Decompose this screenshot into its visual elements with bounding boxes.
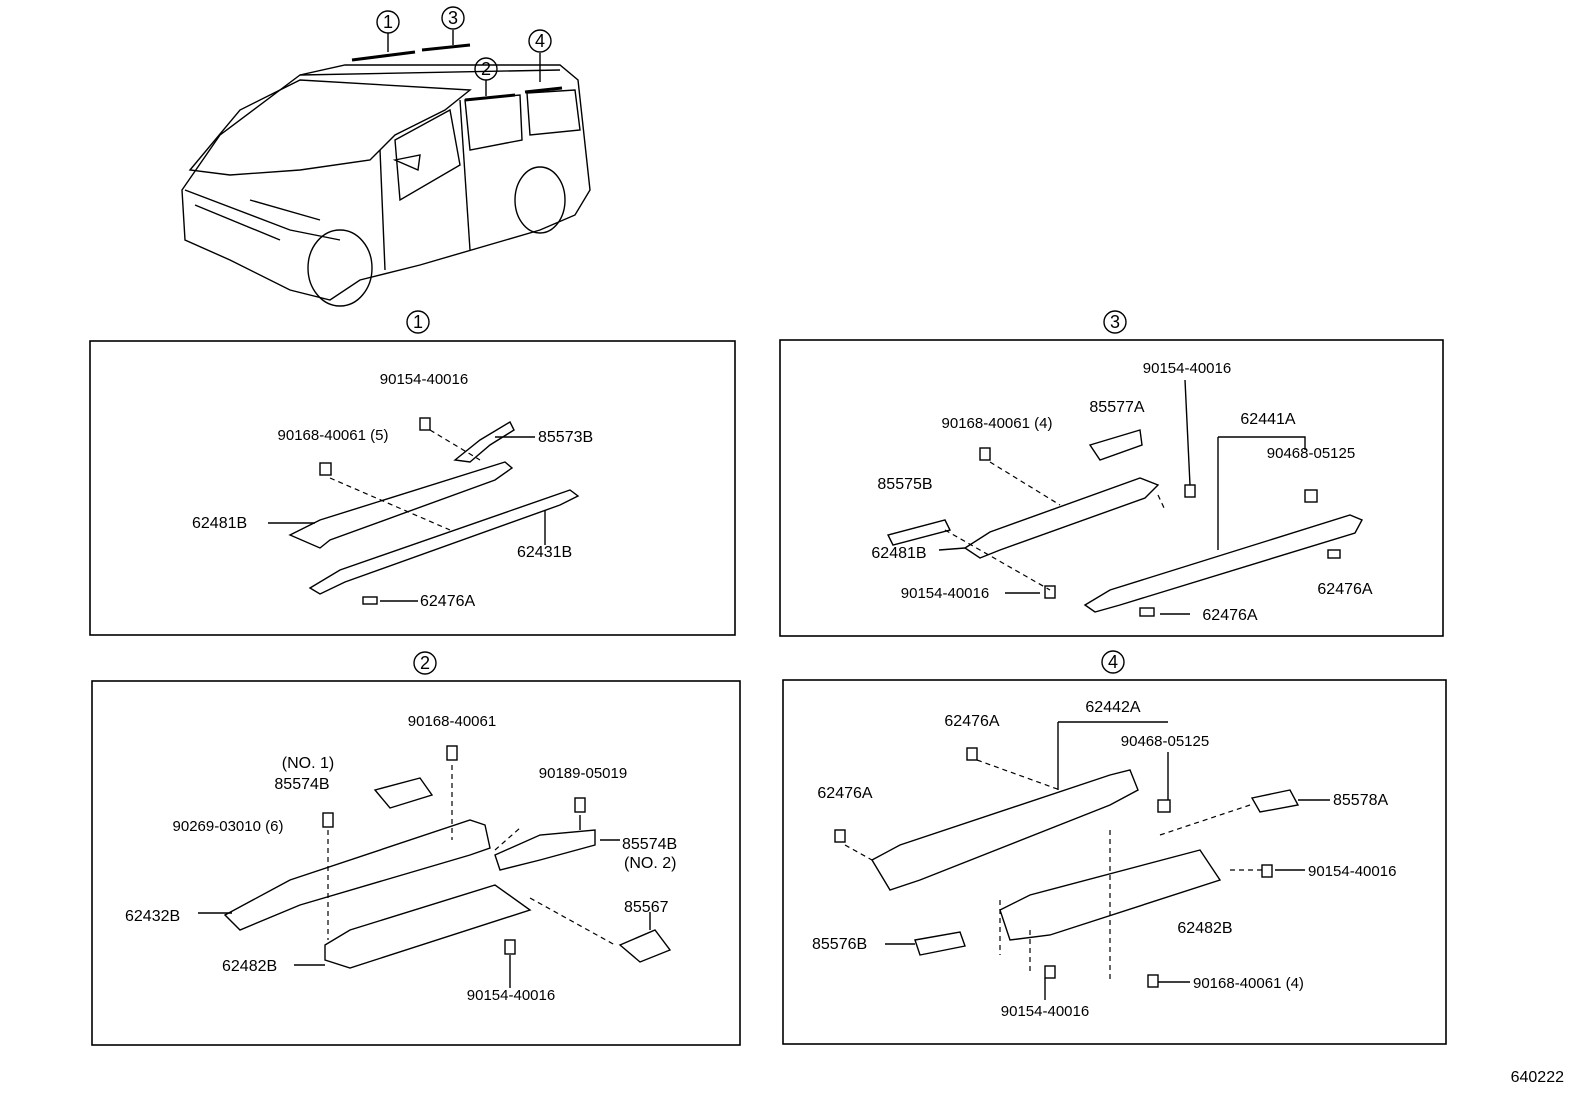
label-90269-03010: 90269-03010 (6) bbox=[173, 818, 284, 835]
label-85576B: 85576B bbox=[812, 936, 867, 953]
bracket-85576B bbox=[914, 931, 966, 956]
panel-4: 4 62442A 62476A 90468-05125 62476A 85578… bbox=[782, 650, 1447, 1045]
label-85577A: 85577A bbox=[1089, 399, 1144, 416]
label-62482B: 62482B bbox=[222, 958, 277, 975]
label-62476A-bottom: 62476A bbox=[1202, 607, 1257, 624]
rail-62441A bbox=[1083, 514, 1363, 613]
label-90154-40016-bottom: 90154-40016 bbox=[1001, 1003, 1089, 1020]
label-no1: (NO. 1) bbox=[282, 755, 334, 772]
callout-1: 1 bbox=[383, 12, 393, 32]
panel-3-frame bbox=[779, 339, 1444, 637]
clip-90168 bbox=[319, 462, 332, 476]
bracket-85574B-no1 bbox=[373, 777, 434, 809]
panel-2-frame bbox=[91, 680, 741, 1046]
label-62476A-right: 62476A bbox=[1317, 581, 1372, 598]
label-62476A-left: 62476A bbox=[817, 785, 872, 802]
label-62432B: 62432B bbox=[125, 908, 180, 925]
label-90154-40016-bottom: 90154-40016 bbox=[901, 585, 989, 602]
label-62442A: 62442A bbox=[1085, 699, 1140, 716]
label-62482B-p4: 62482B bbox=[1177, 920, 1232, 937]
rail-62442A bbox=[871, 769, 1139, 891]
bracket-85577A bbox=[1088, 429, 1143, 461]
label-90154-40016: 90154-40016 bbox=[380, 371, 468, 388]
label-62441A: 62441A bbox=[1240, 411, 1295, 428]
label-85575B: 85575B bbox=[877, 476, 932, 493]
callout-2: 2 bbox=[481, 59, 491, 79]
rail-62481B bbox=[288, 461, 514, 549]
rail-62431B bbox=[308, 489, 580, 595]
label-85574B-no2: 85574B bbox=[622, 836, 677, 853]
bracket-85575B bbox=[886, 519, 952, 546]
callout-2-circle bbox=[474, 57, 498, 81]
label-85574B-no1: 85574B bbox=[274, 776, 329, 793]
label-90154-40016: 90154-40016 bbox=[467, 987, 555, 1004]
callout-4: 4 bbox=[535, 31, 545, 51]
callout-3-circle bbox=[441, 6, 465, 30]
label-62481B: 62481B bbox=[192, 515, 247, 532]
label-62476A-top: 62476A bbox=[944, 713, 999, 730]
bracket-85573B bbox=[453, 421, 515, 463]
panel-4-number: 4 bbox=[1108, 652, 1118, 672]
panel-1-number: 1 bbox=[413, 312, 423, 332]
label-85578A: 85578A bbox=[1333, 792, 1388, 809]
plate-62482B bbox=[324, 884, 532, 969]
rail-62481B-p3 bbox=[963, 477, 1160, 559]
label-85567: 85567 bbox=[624, 899, 669, 916]
bracket-85574B-no2 bbox=[494, 829, 596, 871]
label-62431B: 62431B bbox=[517, 544, 572, 561]
label-85573B: 85573B bbox=[538, 429, 593, 446]
panel-4-frame bbox=[782, 679, 1447, 1045]
label-90154-40016-top: 90154-40016 bbox=[1143, 360, 1231, 377]
panel-1: 1 90154-40016 90168-40061 (5) 85573B 624… bbox=[89, 310, 736, 636]
clip-90154 bbox=[419, 417, 431, 431]
label-90168-40061-4: 90168-40061 (4) bbox=[1193, 975, 1304, 992]
label-90168-40061: 90168-40061 bbox=[408, 713, 496, 730]
label-90168-40061-4: 90168-40061 (4) bbox=[942, 415, 1053, 432]
part-85567 bbox=[618, 929, 672, 963]
label-90468-05125: 90468-05125 bbox=[1121, 733, 1209, 750]
panel-3: 3 90154-40016 85577A 62441A 90168-40061 … bbox=[779, 310, 1444, 637]
label-90189-05019: 90189-05019 bbox=[539, 765, 627, 782]
label-90468-05125: 90468-05125 bbox=[1267, 445, 1355, 462]
label-90168-40061: 90168-40061 (5) bbox=[278, 427, 389, 444]
callout-4-circle bbox=[528, 29, 552, 53]
panel-2: 2 90168-40061 (NO. 1) 85574B 90189-05019… bbox=[91, 651, 741, 1046]
label-62481B-p3: 62481B bbox=[871, 545, 926, 562]
callout-3: 3 bbox=[448, 8, 458, 28]
clip-62476A bbox=[362, 596, 378, 605]
label-no2: (NO. 2) bbox=[624, 855, 676, 872]
van-overview-illustration: 1 3 4 2 bbox=[181, 6, 591, 307]
rail-62432B bbox=[223, 819, 491, 931]
label-90154-40016-right: 90154-40016 bbox=[1308, 863, 1396, 880]
panel-1-frame bbox=[89, 340, 736, 636]
panel-3-number: 3 bbox=[1110, 312, 1120, 332]
callout-1-circle bbox=[376, 10, 400, 34]
panel-2-number: 2 bbox=[420, 653, 430, 673]
figure-code: 640222 bbox=[1510, 1069, 1564, 1086]
bracket-85578A bbox=[1250, 789, 1300, 813]
label-62476A: 62476A bbox=[420, 593, 475, 610]
